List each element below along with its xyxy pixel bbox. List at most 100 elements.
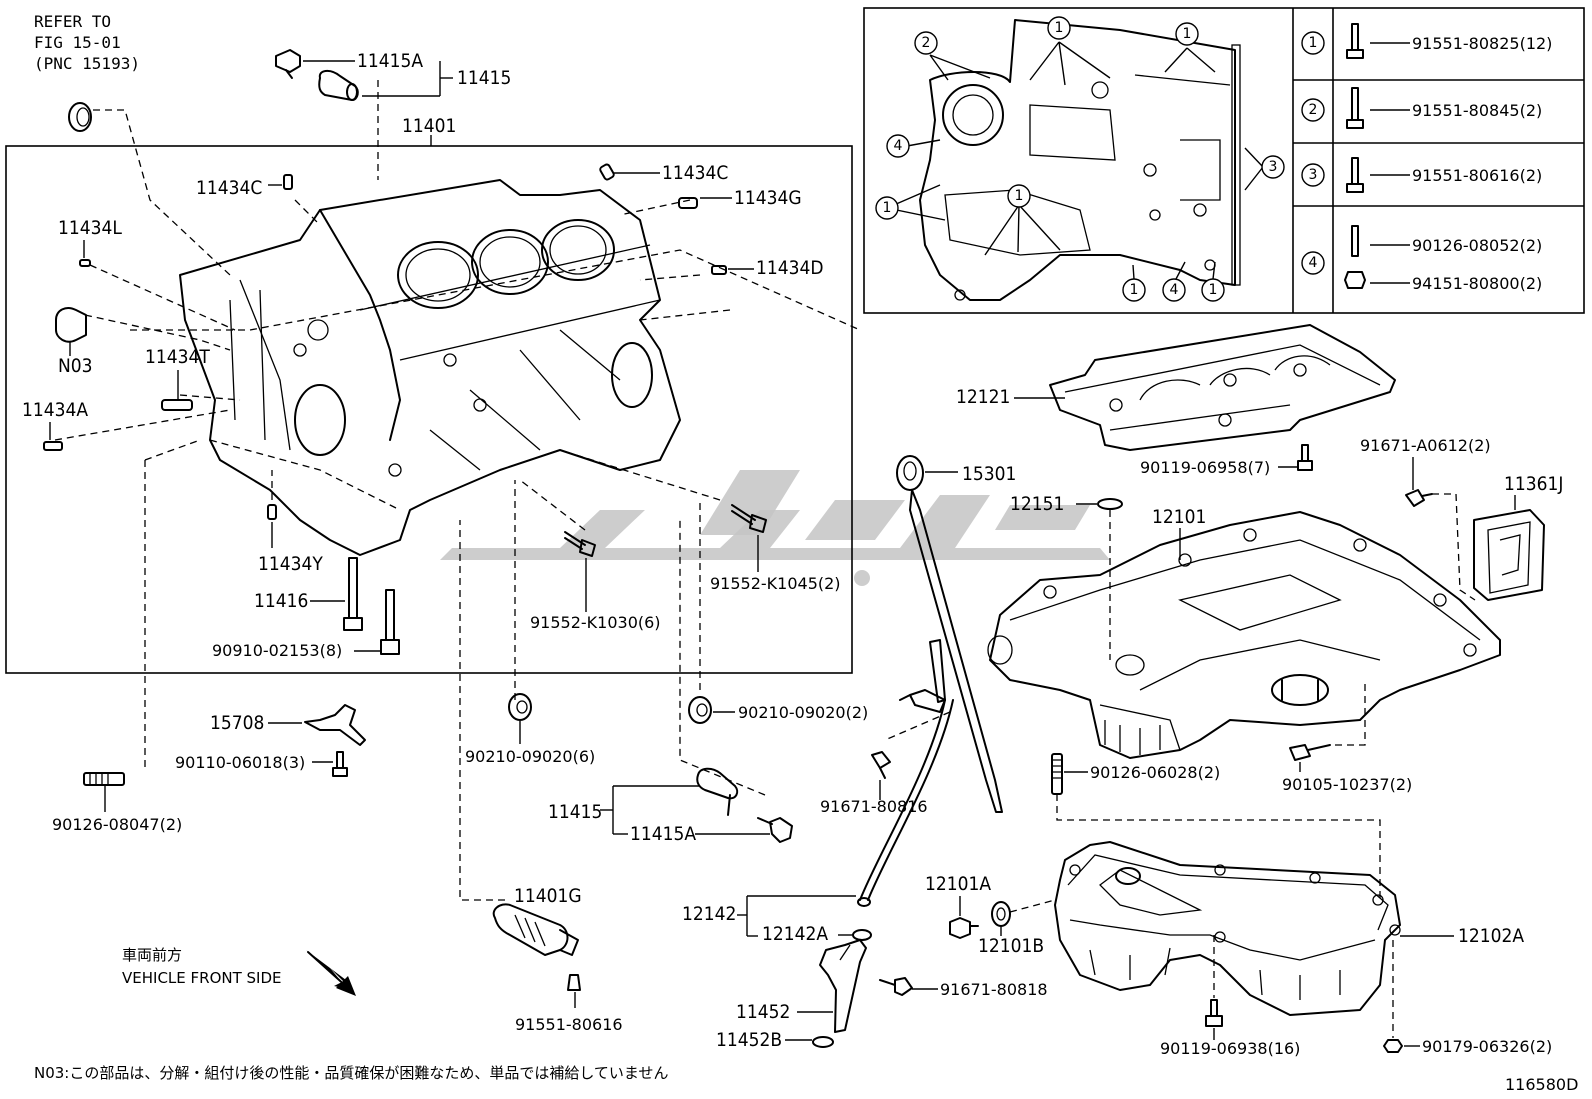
bolt-91671-80818 [879, 977, 913, 996]
dipstick-15301 [896, 455, 1003, 813]
label-90126-06028: 90126-06028(2) [1090, 763, 1220, 782]
svg-text:90126-08052(2): 90126-08052(2) [1412, 236, 1542, 255]
figure-id: 116580D [1505, 1075, 1578, 1094]
label-11434C-right: 11434C [662, 162, 728, 184]
sensor-11401G [492, 903, 581, 991]
svg-text:1: 1 [1209, 282, 1218, 298]
baffle-plate-12121 [1049, 324, 1396, 451]
gasket-12101B [991, 901, 1011, 927]
label-11401: 11401 [402, 115, 456, 137]
dipstick-guide-12142 [857, 699, 954, 907]
inset-marker: 4 [886, 134, 910, 158]
svg-text:REFER TO: REFER TO [34, 12, 111, 31]
svg-text:4: 4 [1170, 282, 1179, 298]
bolt-row: 4 90126-08052(2) 94151-80800(2) [1301, 225, 1542, 293]
svg-text:車両前方: 車両前方 [122, 946, 182, 964]
label-91671-80818: 91671-80818 [940, 980, 1048, 999]
svg-text:94151-80800(2): 94151-80800(2) [1412, 274, 1542, 293]
oil-pan-upper-12101 [987, 511, 1501, 759]
label-12121: 12121 [956, 386, 1010, 408]
cylinder-block [179, 179, 681, 556]
label-91671-80816: 91671-80816 [820, 797, 928, 816]
bolt-90119-06938 [1205, 999, 1223, 1027]
label-12102A: 12102A [1458, 925, 1524, 947]
label-11415A-bottom: 11415A [630, 823, 696, 845]
main-bearing-bolts [343, 557, 400, 655]
svg-text:1: 1 [1015, 188, 1024, 204]
label-90110-06018: 90110-06018(3) [175, 753, 305, 772]
footnote-n03: N03:この部品は、分解・組付け後の性能・品質確保が困難なため、単品では補給して… [34, 1064, 668, 1082]
svg-text:91551-80825(12): 91551-80825(12) [1412, 34, 1552, 53]
label-12142: 12142 [682, 903, 736, 925]
vehicle-front-indicator: 車両前方 VEHICLE FRONT SIDE [122, 946, 356, 996]
oring-12142A [852, 929, 872, 941]
tube-11452 [812, 939, 867, 1048]
svg-text:4: 4 [894, 138, 903, 154]
label-12101B: 12101B [978, 935, 1044, 957]
svg-text:4: 4 [1309, 255, 1318, 271]
label-91552-K1045: 91552-K1045(2) [710, 574, 841, 593]
label-91552-K1030: 91552-K1030(6) [530, 613, 661, 632]
watermark-logo [440, 470, 1110, 586]
bolts-91552 [564, 504, 767, 557]
svg-text:91551-80616(2): 91551-80616(2) [1412, 166, 1542, 185]
label-11416: 11416 [254, 590, 308, 612]
inset-marker: 3 [1261, 155, 1285, 179]
stud-90126-06028 [1051, 753, 1063, 795]
bolt-table: 1 91551-80825(12) 2 91551-80845(2) 3 915… [1301, 23, 1552, 293]
oil-guide-tube [899, 639, 946, 713]
inset-marker: 1 [875, 196, 899, 220]
bolt-90105-10237 [1289, 744, 1331, 761]
label-11361J: 11361J [1504, 473, 1563, 495]
dowel-pins [43, 163, 727, 520]
label-11434L: 11434L [58, 217, 122, 239]
label-11434D: 11434D [756, 257, 824, 279]
inset-marker: 4 [1162, 278, 1186, 302]
svg-text:(PNC 15193): (PNC 15193) [34, 54, 140, 73]
svg-text:2: 2 [1309, 102, 1318, 118]
part-11415-bottom [696, 767, 793, 843]
label-90119-06938: 90119-06938(16) [1160, 1039, 1300, 1058]
inset-marker: 1 [1007, 184, 1031, 208]
label-90179-06326: 90179-06326(2) [1422, 1037, 1552, 1056]
label-90910-02153: 90910-02153(8) [212, 641, 342, 660]
label-12101: 12101 [1152, 506, 1206, 528]
stud-90126-08047 [83, 772, 125, 786]
label-91551-80616: 91551-80616 [515, 1015, 623, 1034]
svg-text:1: 1 [1130, 282, 1139, 298]
svg-text:91551-80845(2): 91551-80845(2) [1412, 101, 1542, 120]
svg-text:2: 2 [922, 35, 931, 51]
svg-text:3: 3 [1309, 167, 1318, 183]
bolt-91671-80816 [871, 751, 891, 779]
label-90210-09020-a: 90210-09020(6) [465, 747, 595, 766]
inset-marker: 1 [1201, 278, 1225, 302]
cover-11361J [1473, 509, 1545, 601]
svg-text:3: 3 [1269, 159, 1278, 175]
oil-seal [68, 102, 231, 276]
bolt-90119-06958 [1297, 444, 1313, 471]
svg-text:1: 1 [1055, 20, 1064, 36]
label-12101A: 12101A [925, 873, 991, 895]
label-11434Y: 11434Y [258, 553, 323, 575]
svg-text:FIG 15-01: FIG 15-01 [34, 33, 121, 52]
label-N03: N03 [58, 355, 93, 377]
inset-marker: 2 [914, 31, 938, 55]
part-11415-top [275, 49, 453, 101]
label-11415A-top: 11415A [357, 50, 423, 72]
drain-plug-12101A [949, 917, 979, 939]
cylinder-block-frame [5, 145, 853, 674]
label-12142A: 12142A [762, 923, 828, 945]
label-15708: 15708 [210, 712, 264, 734]
svg-text:1: 1 [1309, 35, 1318, 51]
label-11434C-left: 11434C [196, 177, 262, 199]
label-11415-bottom: 11415 [548, 801, 602, 823]
bolt-row: 1 91551-80825(12) [1301, 23, 1552, 59]
label-11415-top: 11415 [457, 67, 511, 89]
bolt-row: 3 91551-80616(2) [1301, 157, 1542, 193]
nut-90179-06326 [1383, 1039, 1403, 1053]
bolt-91671-A0612 [1405, 489, 1433, 507]
bracket-15708 [304, 704, 366, 777]
label-11434T: 11434T [145, 346, 210, 368]
svg-text:VEHICLE FRONT SIDE: VEHICLE FRONT SIDE [122, 969, 282, 987]
